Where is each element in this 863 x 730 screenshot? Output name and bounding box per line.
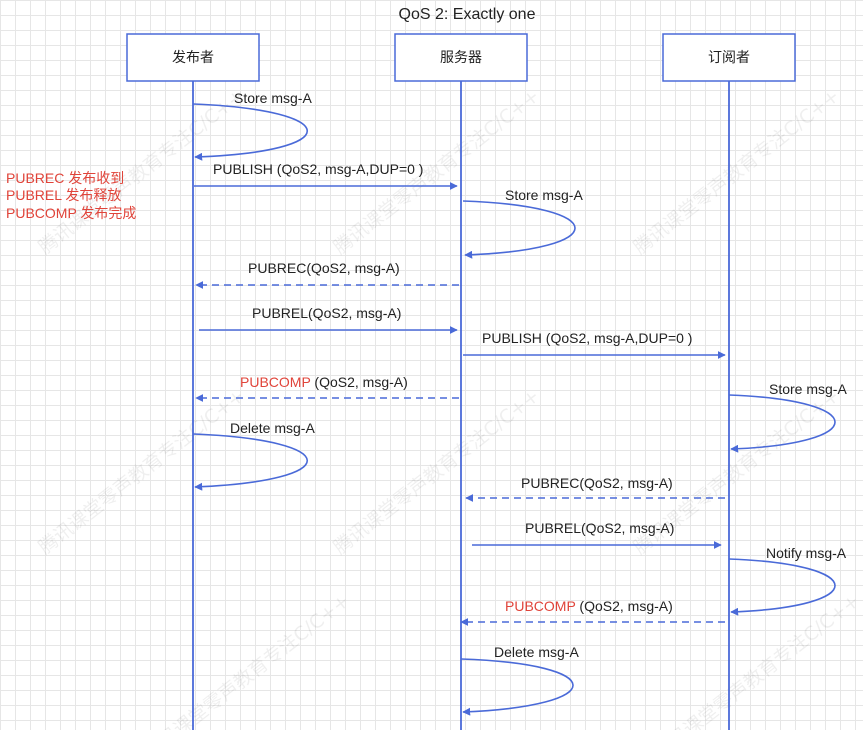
svg-text:Delete msg-A: Delete msg-A — [494, 644, 579, 660]
svg-text:PUBREC(QoS2, msg-A): PUBREC(QoS2, msg-A) — [521, 475, 673, 491]
diagram-title: QoS 2: Exactly one — [399, 6, 536, 23]
svg-text:腾讯课堂零声教育专注C/C++: 腾讯课堂零声教育专注C/C++ — [35, 385, 249, 559]
svg-text:PUBREC(QoS2, msg-A): PUBREC(QoS2, msg-A) — [248, 260, 400, 276]
self-action-publisher-store: Store msg-A — [192, 90, 312, 161]
svg-text:PUBREL(QoS2, msg-A): PUBREL(QoS2, msg-A) — [525, 520, 674, 536]
svg-text:PUBCOMP (QoS2, msg-A): PUBCOMP (QoS2, msg-A) — [505, 598, 673, 614]
legend-pubrec: PUBREC 发布收到 — [6, 170, 124, 186]
svg-text:腾讯课堂零声教育专注C/C++: 腾讯课堂零声教育专注C/C++ — [630, 85, 844, 259]
self-action-server-store: Store msg-A — [462, 187, 583, 259]
svg-text:Delete msg-A: Delete msg-A — [230, 420, 315, 436]
self-action-subscriber-notify: Notify msg-A — [728, 545, 847, 616]
watermark: 腾讯课堂零声教育专注C/C++ 腾讯课堂零声教育专注C/C++ 腾讯课堂零声教育… — [35, 85, 863, 730]
svg-text:Notify msg-A: Notify msg-A — [766, 545, 847, 561]
participant-server-label: 服务器 — [440, 49, 482, 65]
self-action-publisher-delete: Delete msg-A — [192, 420, 315, 491]
legend-pubcomp: PUBCOMP 发布完成 — [6, 205, 136, 221]
svg-text:腾讯课堂零声教育专注C/C++: 腾讯课堂零声教育专注C/C++ — [140, 590, 354, 730]
legend-pubrel: PUBREL 发布释放 — [6, 187, 121, 203]
message-pubrec-to-server: PUBREC(QoS2, msg-A) — [465, 475, 725, 502]
svg-text:Store msg-A: Store msg-A — [505, 187, 583, 203]
self-action-subscriber-store: Store msg-A — [728, 381, 847, 453]
message-pubrel-to-server: PUBREL(QoS2, msg-A) — [199, 305, 458, 334]
svg-text:PUBLISH (QoS2, msg-A,DUP=0 ): PUBLISH (QoS2, msg-A,DUP=0 ) — [482, 330, 692, 346]
participant-publisher-label: 发布者 — [172, 49, 214, 65]
svg-text:PUBCOMP (QoS2, msg-A): PUBCOMP (QoS2, msg-A) — [240, 374, 408, 390]
svg-text:腾讯课堂零声教育专注C/C++: 腾讯课堂零声教育专注C/C++ — [330, 385, 544, 559]
message-pubcomp-to-server: PUBCOMP (QoS2, msg-A) — [460, 598, 725, 626]
svg-text:PUBLISH (QoS2, msg-A,DUP=0 ): PUBLISH (QoS2, msg-A,DUP=0 ) — [213, 161, 423, 177]
message-pubrec-to-publisher: PUBREC(QoS2, msg-A) — [195, 260, 459, 289]
svg-text:Store msg-A: Store msg-A — [769, 381, 847, 397]
participant-publisher: 发布者 — [126, 33, 260, 82]
message-publish-to-subscriber: PUBLISH (QoS2, msg-A,DUP=0 ) — [463, 330, 726, 359]
participant-subscriber: 订阅者 — [662, 33, 796, 82]
svg-text:Store msg-A: Store msg-A — [234, 90, 312, 106]
message-publish-to-server: PUBLISH (QoS2, msg-A,DUP=0 ) — [194, 161, 458, 190]
svg-text:PUBREL(QoS2, msg-A): PUBREL(QoS2, msg-A) — [252, 305, 401, 321]
participant-server: 服务器 — [394, 33, 528, 82]
message-pubcomp-to-publisher: PUBCOMP (QoS2, msg-A) — [195, 374, 459, 402]
message-pubrel-to-subscriber: PUBREL(QoS2, msg-A) — [472, 520, 722, 549]
participant-subscriber-label: 订阅者 — [708, 49, 750, 65]
legend: PUBREC 发布收到 PUBREL 发布释放 PUBCOMP 发布完成 — [6, 170, 136, 221]
self-action-server-delete: Delete msg-A — [460, 644, 579, 716]
